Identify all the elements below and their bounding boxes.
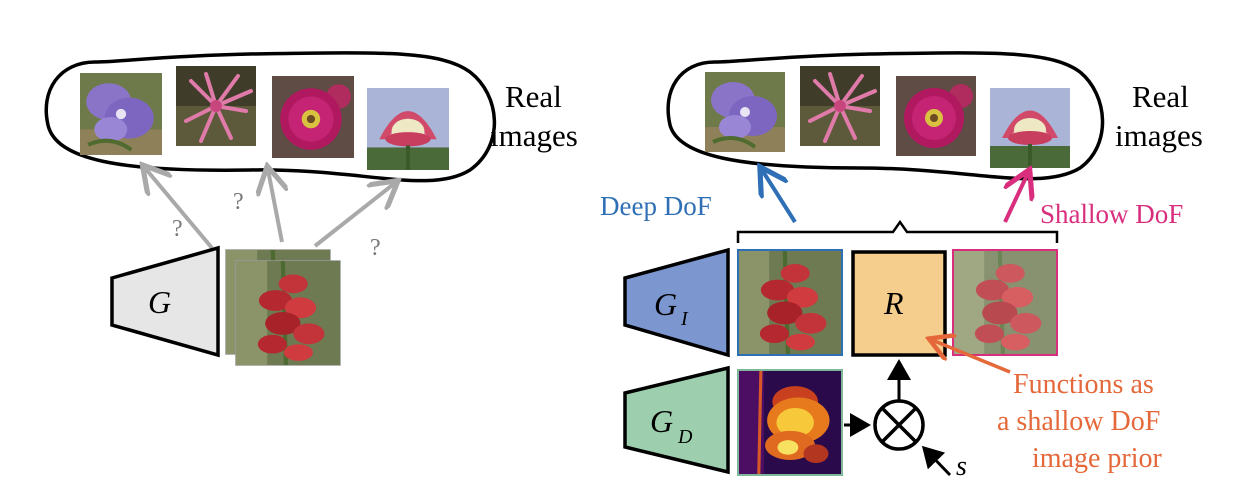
right-real-images-cloud xyxy=(666,51,1105,181)
shallow-dof-label: Shallow DoF xyxy=(1040,199,1183,229)
deep-dof-image xyxy=(738,251,842,355)
question-mark-2: ? xyxy=(233,189,244,215)
depth-generator-label: G xyxy=(650,403,673,439)
left-arrow-2 xyxy=(268,170,282,243)
image-generator-label: G xyxy=(654,286,677,322)
deep-dof-image-frame xyxy=(737,249,843,356)
left-panel: Real images ? ? ? G xyxy=(44,51,578,366)
scale-arrow xyxy=(921,445,952,477)
question-mark-3: ? xyxy=(370,235,381,261)
annotation-line3: image prior xyxy=(1032,443,1163,474)
left-arrow-1 xyxy=(145,168,214,250)
right-cloud-label-line2: images xyxy=(1115,118,1203,153)
depth-map-frame xyxy=(737,369,843,476)
left-real-image-3 xyxy=(272,76,354,158)
right-real-image-1 xyxy=(705,72,785,152)
left-real-images-cloud xyxy=(44,51,497,183)
left-real-image-1 xyxy=(80,73,162,155)
image-generator-block xyxy=(623,247,730,358)
deep-dof-label: Deep DoF xyxy=(600,191,712,221)
right-panel: Real images Deep DoF Shallow DoF G I R G… xyxy=(600,51,1203,482)
deep-dof-arrow xyxy=(762,170,797,224)
right-real-image-3 xyxy=(896,76,976,156)
depth-generator-subscript: D xyxy=(677,426,693,448)
left-cloud-label-line2: images xyxy=(490,118,578,153)
left-arrow-3 xyxy=(313,183,395,248)
right-real-image-4 xyxy=(990,88,1070,168)
annotation-line1: Functions as xyxy=(1013,369,1154,400)
scale-symbol: s xyxy=(956,451,967,482)
shallow-dof-arrow xyxy=(1003,173,1028,223)
depth-generator-block xyxy=(623,365,730,475)
shallow-dof-image-frame xyxy=(952,249,1058,356)
generated-sample-front xyxy=(236,261,340,365)
multiply-cross-2 xyxy=(880,406,918,444)
renderer-label: R xyxy=(883,285,904,321)
image-generator-subscript: I xyxy=(680,308,689,330)
right-real-image-2 xyxy=(800,66,880,146)
annotation-arrow xyxy=(932,340,1011,374)
right-cloud-label-line1: Real xyxy=(1132,79,1189,114)
output-brace xyxy=(736,219,1059,243)
left-generator-block xyxy=(110,245,220,358)
left-real-image-2 xyxy=(176,66,256,146)
left-real-image-4 xyxy=(367,88,449,170)
question-mark-1: ? xyxy=(172,216,183,242)
depth-map-image xyxy=(738,371,842,475)
left-cloud-label-line1: Real xyxy=(505,79,562,114)
left-generator-label: G xyxy=(148,284,171,320)
annotation-line2: a shallow DoF xyxy=(997,406,1160,437)
